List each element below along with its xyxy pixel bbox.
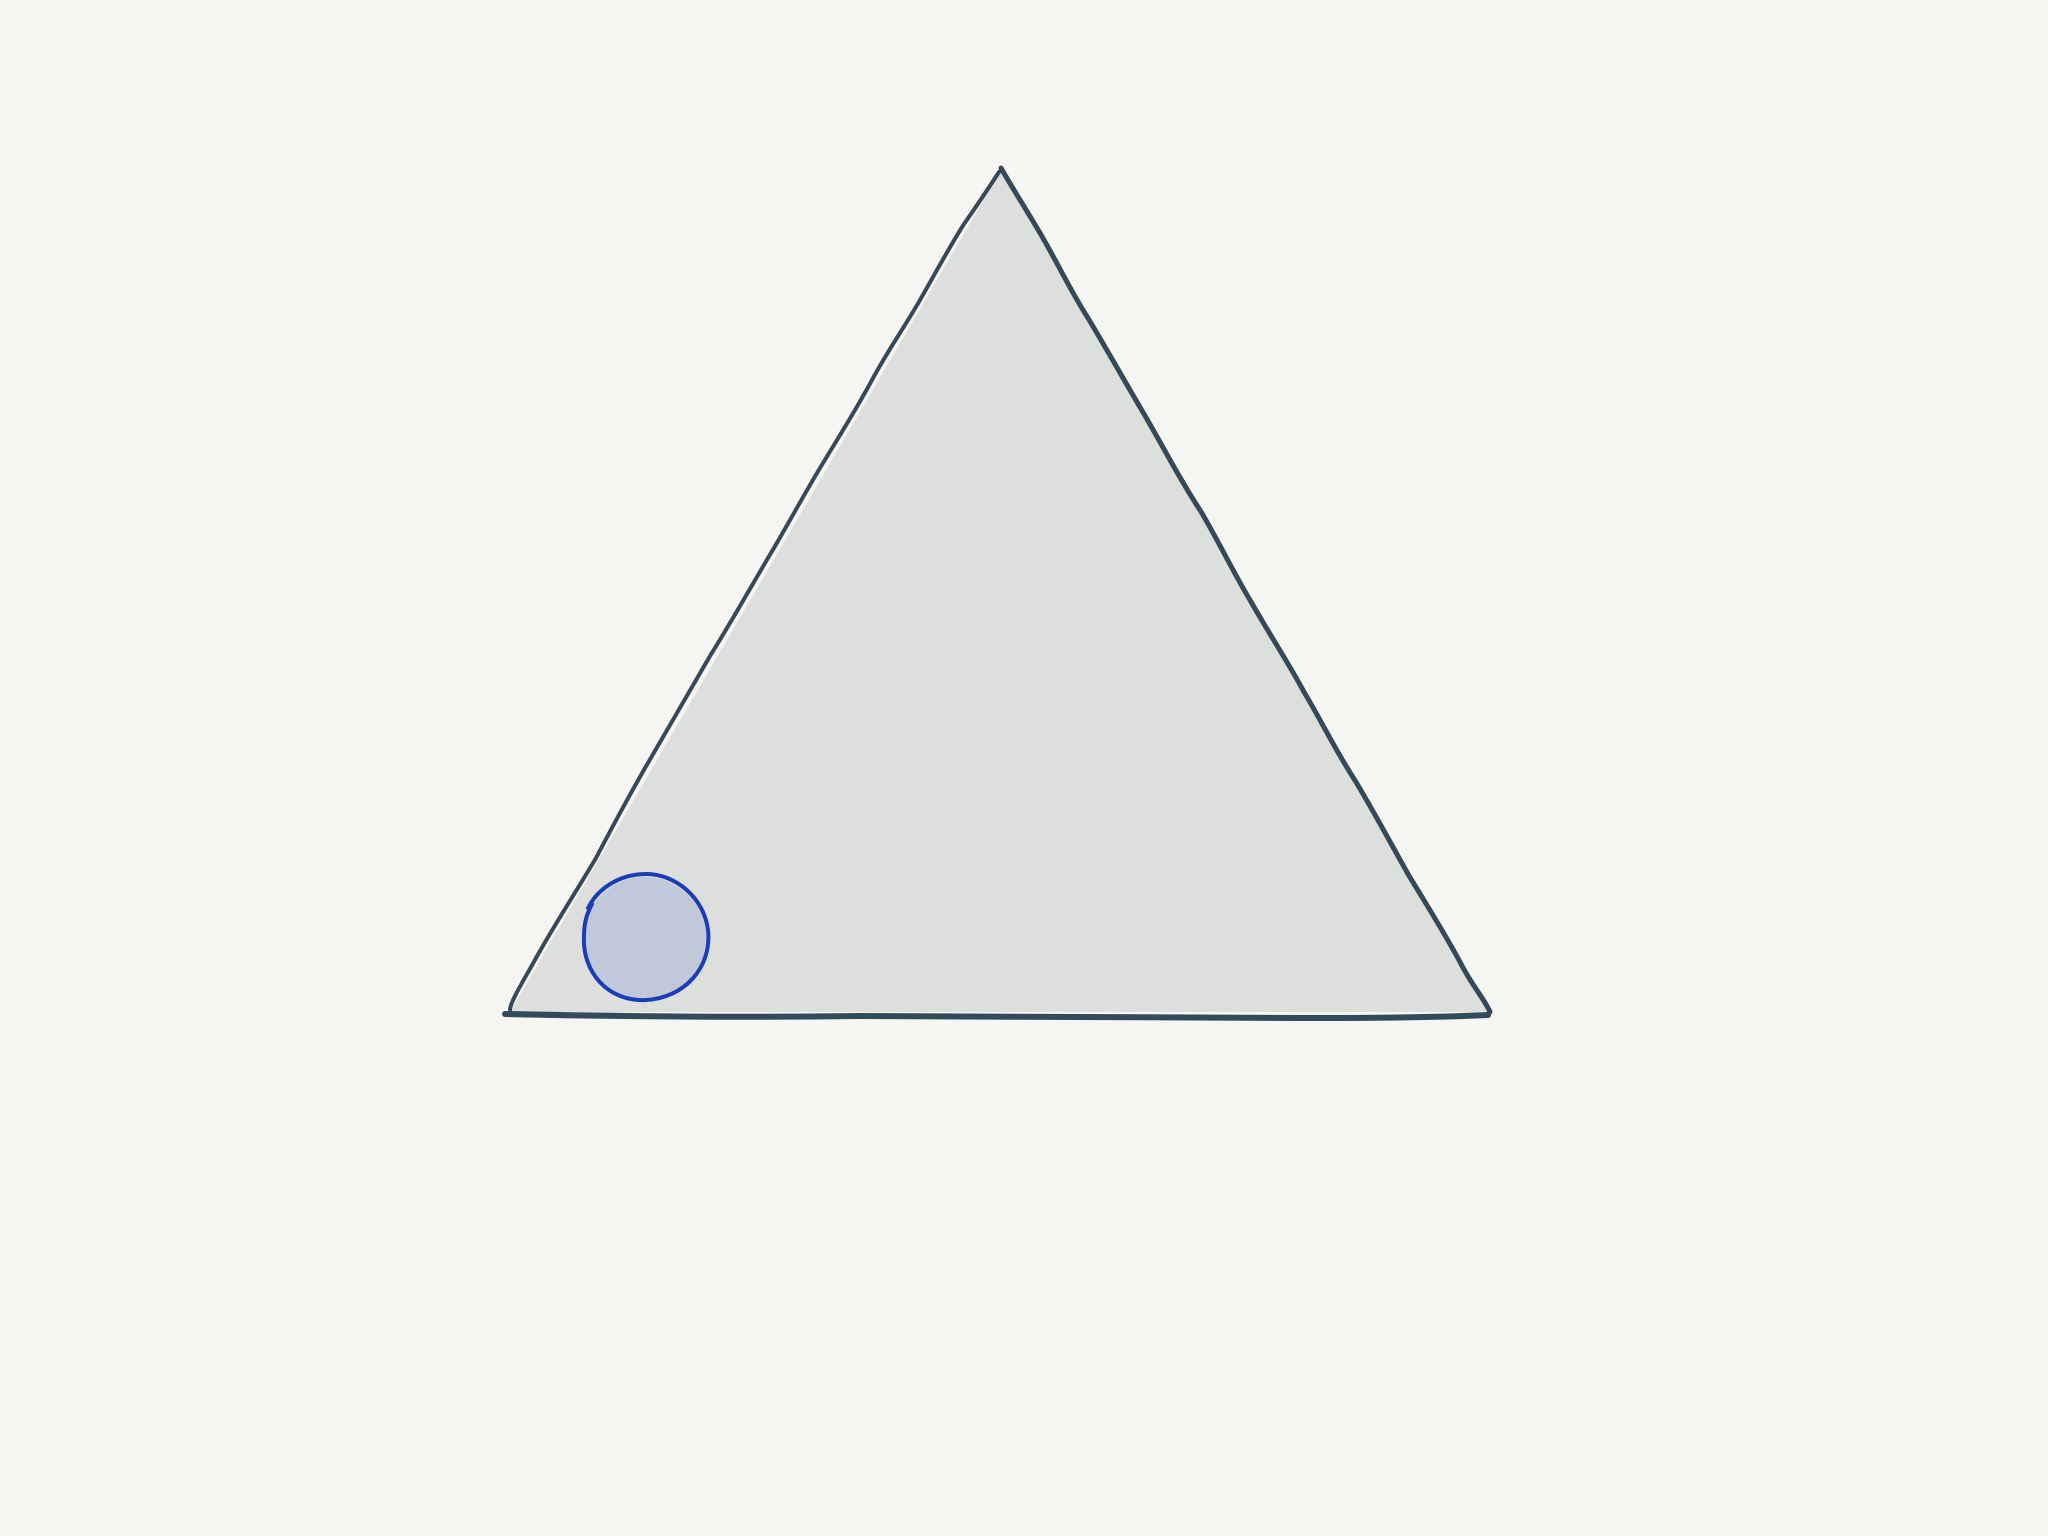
circle-outline [581, 872, 711, 1003]
triangle-outline [998, 165, 1493, 1015]
triangle-outline-base [502, 1011, 1491, 1021]
circle-fill [584, 877, 706, 999]
triangle-outline-left [508, 170, 1001, 1012]
circle-shape[interactable] [581, 872, 711, 1003]
triangle-shape[interactable] [502, 165, 1493, 1021]
triangle-fill [510, 170, 1488, 1012]
